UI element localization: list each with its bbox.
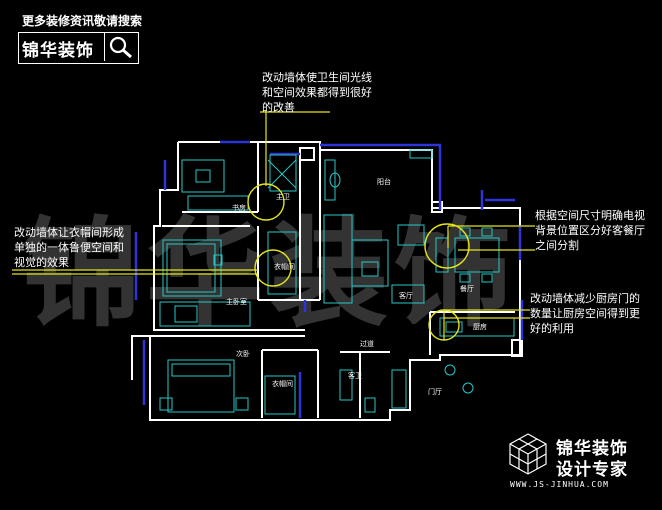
- furniture: [159, 149, 515, 415]
- annotation-cloakroom: 改动墙体让衣帽间形成 单独的一体鲁便空间和 视觉的效果: [14, 226, 124, 269]
- room-label-corridor: 过道: [360, 340, 374, 348]
- room-label-study: 书房: [232, 204, 246, 212]
- search-icon: [109, 36, 132, 59]
- window-walls: [134, 140, 524, 418]
- search-button[interactable]: [104, 33, 138, 61]
- room-label-living-room: 客厅: [399, 292, 413, 300]
- annotation-dining: 根据空间尺寸明确电视 背景位置区分好客餐厅 之间分割: [535, 209, 645, 252]
- search-hint: 更多装修资讯敬请搜索: [22, 14, 143, 28]
- company-website: WWW.JS-JINHUA.COM: [510, 480, 609, 489]
- company-tagline: 设计专家: [556, 460, 628, 480]
- room-label-master-bedroom: 主卧室: [226, 298, 247, 306]
- room-label-balcony: 阳台: [377, 178, 391, 186]
- room-label-bathroom-main: 主卫: [276, 193, 290, 201]
- annotation-lines: [12, 110, 535, 340]
- room-label-cloakroom-main: 衣帽间: [274, 263, 295, 271]
- company-name: 锦华装饰: [556, 439, 628, 459]
- room-label-guest-bath: 客卫: [348, 372, 362, 380]
- room-label-cloakroom-second: 衣帽间: [272, 380, 293, 388]
- room-label-entrance: 门厅: [428, 388, 442, 396]
- annotation-bathroom: 改动墙体使卫生间光线 和空间效果都得到很好 的改善: [262, 71, 372, 114]
- room-label-dining-room: 餐厅: [460, 285, 474, 293]
- room-label-second-bedroom: 次卧: [236, 350, 250, 358]
- annotation-kitchen: 改动墙体减少厨房门的 数量让厨房空间得到更 好的利用: [530, 292, 640, 335]
- room-label-kitchen: 厨房: [473, 323, 487, 331]
- brand-search-box: [18, 32, 139, 64]
- brand-name: 锦华装饰: [22, 41, 94, 61]
- cube-logo-icon: [509, 433, 547, 475]
- walls: [131, 141, 523, 421]
